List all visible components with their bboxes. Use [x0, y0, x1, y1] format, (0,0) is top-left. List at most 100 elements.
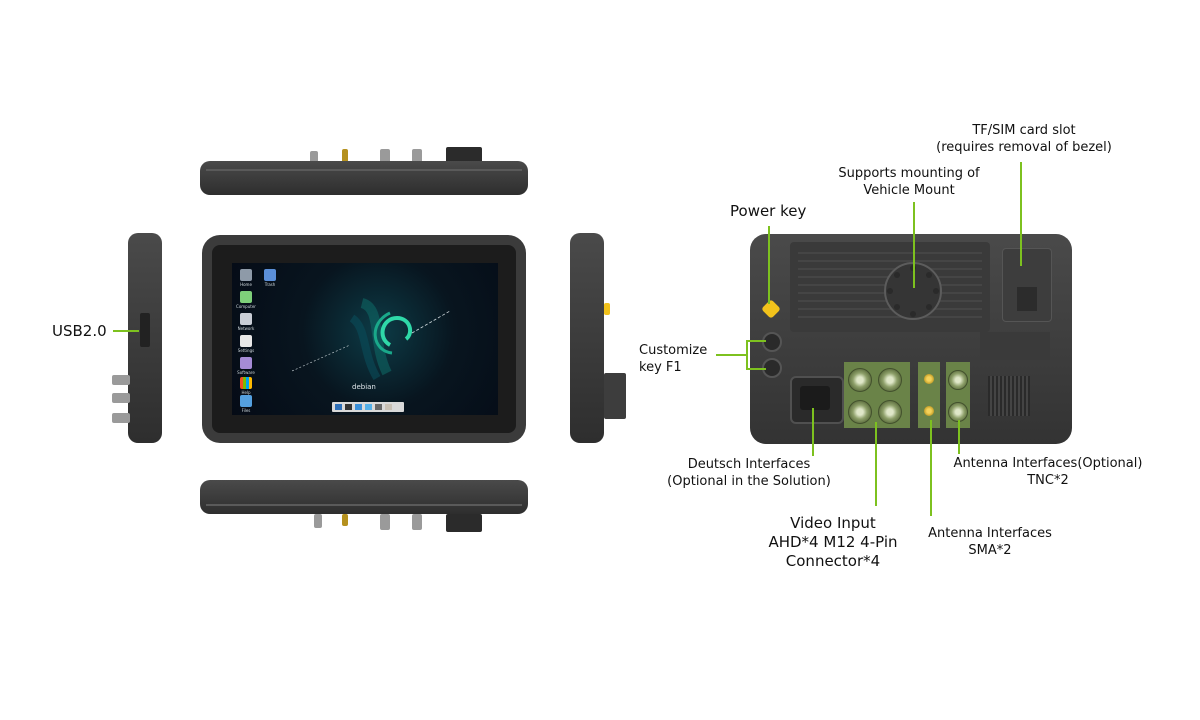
- bottom-connector-block: [446, 514, 482, 532]
- desktop-icon-network[interactable]: [240, 313, 252, 325]
- callout-line-customize-h: [716, 354, 746, 356]
- bottom-connector-3: [380, 514, 390, 530]
- label-tnc-line2: TNC*2: [1027, 473, 1069, 488]
- sma-antenna-panel: [918, 362, 940, 428]
- right-key-yellow: [604, 303, 610, 315]
- desktop-icon-computer[interactable]: [240, 291, 252, 303]
- screen-desktop: Home Trash Computer Network Settings Sof…: [232, 263, 498, 415]
- video-input-2: [878, 368, 902, 392]
- top-edge-highlight: [206, 169, 522, 171]
- video-input-3: [848, 400, 872, 424]
- left-connector-2: [112, 393, 130, 403]
- callout-line-video: [875, 422, 877, 506]
- label-deutsch-line2: (Optional in the Solution): [667, 474, 831, 489]
- callout-line-usb: [113, 330, 139, 332]
- label-deutsch-line1: Deutsch Interfaces: [687, 457, 811, 472]
- debian-wordmark: debian: [352, 383, 376, 391]
- taskbar-icon-6[interactable]: [385, 404, 392, 410]
- callout-line-mount: [913, 202, 915, 288]
- bottom-connector-4: [412, 514, 422, 530]
- callout-line-tf-sim: [1020, 162, 1022, 266]
- desktop-icon-settings-label: Settings: [237, 348, 255, 353]
- callout-line-sma: [930, 420, 932, 516]
- desktop-icon-help-label: Help: [241, 390, 251, 395]
- desktop-icon-files-label: Files: [241, 408, 251, 413]
- sma-antenna-1: [924, 374, 934, 384]
- desktop-icon-computer-label: Computer: [236, 304, 256, 309]
- device-left-view: [108, 233, 164, 443]
- label-tf-sim-line2: (requires removal of bezel): [936, 140, 1112, 155]
- label-sma-line1: Antenna Interfaces: [928, 526, 1052, 541]
- label-mount-line2: Vehicle Mount: [863, 183, 955, 198]
- tnc-antenna-1: [948, 370, 968, 390]
- label-video-line2: AHD*4 M12 4-Pin: [768, 533, 898, 551]
- bottom-connector-1: [314, 514, 322, 528]
- device-right-view: [570, 233, 630, 443]
- taskbar-icon-4[interactable]: [365, 404, 372, 410]
- top-connector-4: [412, 149, 422, 163]
- label-video-line3: Connector*4: [785, 552, 881, 570]
- desktop-icon-home-label: Home: [240, 282, 252, 287]
- taskbar: [332, 402, 404, 412]
- device-top-view: [200, 145, 528, 197]
- label-sma-line2: SMA*2: [968, 543, 1012, 558]
- top-connector-2: [342, 149, 348, 163]
- bottom-edge-highlight: [206, 504, 522, 506]
- callout-line-power-vertical: [768, 226, 770, 304]
- desktop-icon-help[interactable]: [240, 377, 252, 389]
- power-key[interactable]: [761, 299, 781, 319]
- desktop-icon-files[interactable]: [240, 395, 252, 407]
- label-mount-line1: Supports mounting of: [838, 166, 980, 181]
- desktop-icon-network-label: Network: [237, 326, 255, 331]
- callout-line-customize-bottom: [746, 368, 766, 370]
- label-tnc-line1: Antenna Interfaces(Optional): [953, 456, 1143, 471]
- left-connector-3: [112, 413, 130, 423]
- lower-right-panel: [980, 332, 1050, 360]
- desktop-icon-trash[interactable]: [264, 269, 276, 281]
- usb-port-cover: [140, 313, 150, 347]
- desktop-icon-software-label: Software: [237, 370, 255, 375]
- customize-key-f1-top[interactable]: [762, 332, 782, 352]
- desktop-icon-settings[interactable]: [240, 335, 252, 347]
- left-connector-1: [112, 375, 130, 385]
- label-usb: USB2.0: [52, 322, 107, 340]
- label-video-line1: Video Input: [790, 514, 876, 532]
- label-customize-line2: key F1: [639, 360, 682, 375]
- label-tf-sim-line1: TF/SIM card slot: [972, 123, 1076, 138]
- vehicle-mount-icon: [884, 262, 942, 320]
- bottom-body: [200, 480, 528, 514]
- video-input-4: [878, 400, 902, 424]
- deutsch-connector: [790, 376, 844, 424]
- tf-sim-slot-cover: [1002, 248, 1052, 322]
- tnc-antenna-2: [948, 402, 968, 422]
- taskbar-icon-1[interactable]: [335, 404, 342, 410]
- shooting-star-icon: [292, 344, 351, 372]
- top-connector-3: [380, 149, 390, 163]
- top-body: [200, 161, 528, 195]
- tf-sim-slot: [1017, 287, 1037, 311]
- callout-line-customize-v: [746, 340, 748, 370]
- top-connector-1: [310, 151, 318, 163]
- callout-line-deutsch: [812, 408, 814, 456]
- video-input-1: [848, 368, 872, 392]
- bottom-connector-2: [342, 514, 348, 526]
- label-customize-line1: Customize: [639, 343, 708, 358]
- top-connector-block: [446, 147, 482, 163]
- device-back-view: [750, 234, 1072, 444]
- desktop-icon-trash-label: Trash: [264, 282, 276, 287]
- device-bottom-view: [200, 480, 528, 540]
- desktop-icon-home[interactable]: [240, 269, 252, 281]
- callout-line-customize-top: [746, 340, 766, 342]
- taskbar-icon-3[interactable]: [355, 404, 362, 410]
- callout-line-tnc: [958, 420, 960, 454]
- desktop-icon-software[interactable]: [240, 357, 252, 369]
- right-body: [570, 233, 604, 443]
- taskbar-icon-2[interactable]: [345, 404, 352, 410]
- right-connector-1: [604, 373, 626, 419]
- sma-antenna-2: [924, 406, 934, 416]
- device-front-view: Home Trash Computer Network Settings Sof…: [202, 235, 526, 443]
- vent-grille: [988, 376, 1030, 416]
- label-power-key: Power key: [730, 202, 807, 220]
- taskbar-icon-5[interactable]: [375, 404, 382, 410]
- deutsch-connector-inner: [800, 386, 830, 410]
